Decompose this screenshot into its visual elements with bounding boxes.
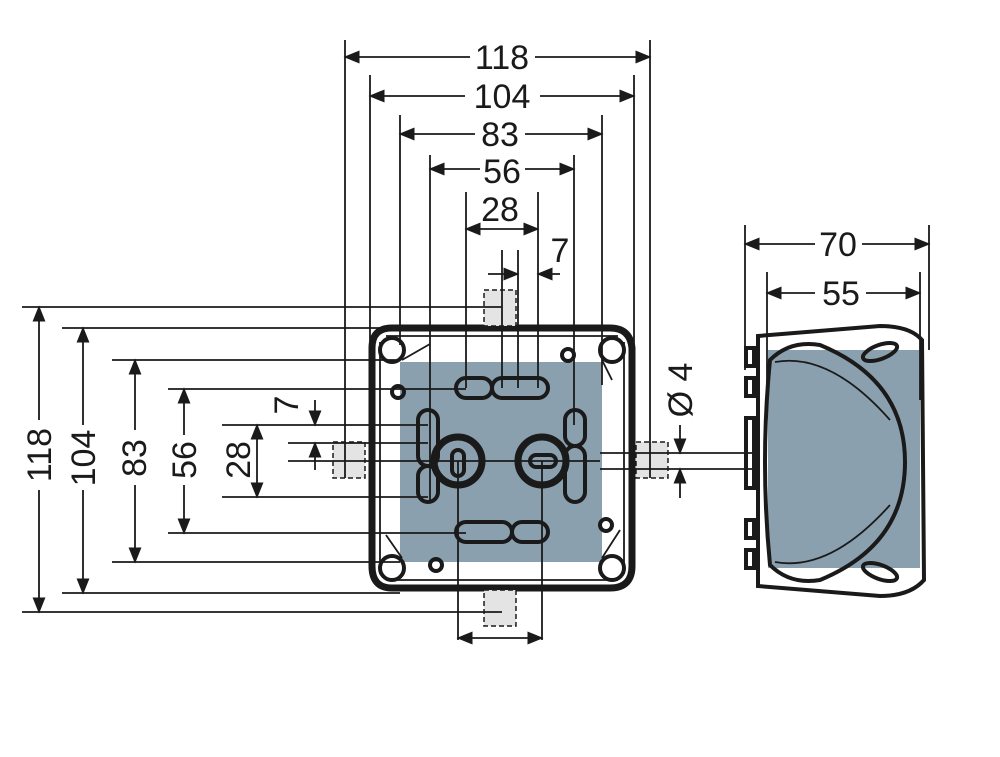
side-fill [768,350,920,568]
dim-v-28: 28 [220,441,258,479]
dim-hole-diameter: Ø 4 [662,363,700,418]
horizontal-dimension-arrows [343,50,652,645]
dim-h-7: 7 [551,232,570,270]
dim-h-56: 56 [483,153,521,191]
side-lug-bottom [860,560,900,584]
dim-h-118: 118 [475,39,529,77]
dim-h-28: 28 [481,191,519,229]
dim-side-70: 70 [819,226,857,264]
dim-v-118: 118 [21,428,59,482]
left-mounting-tab [332,441,366,479]
side-tabs [744,346,756,570]
lid-arc [763,342,908,583]
right-mounting-tab [635,441,669,479]
dim-h-104: 104 [474,78,531,116]
side-dimension-arrows [673,237,931,498]
dim-v-7: 7 [268,396,306,415]
dim-side-55: 55 [822,275,860,313]
top-mounting-tab [483,289,517,327]
enclosure-outline [368,324,636,592]
enclosure-inner-edge [379,335,625,581]
side-lug-top [860,340,900,364]
dim-v-56: 56 [166,441,204,479]
side-view: 70 55 Ø 4 [662,225,931,599]
dim-h-83: 83 [481,116,519,154]
side-outline [756,323,927,599]
dim-v-104: 104 [65,430,103,487]
lid-contour [774,359,891,565]
vertical-dimension-arrows [32,305,322,614]
bottom-mounting-tab [483,589,517,627]
front-view: 118 104 83 56 28 7 118 104 83 56 28 7 [21,39,760,645]
dim-v-83: 83 [116,439,154,477]
